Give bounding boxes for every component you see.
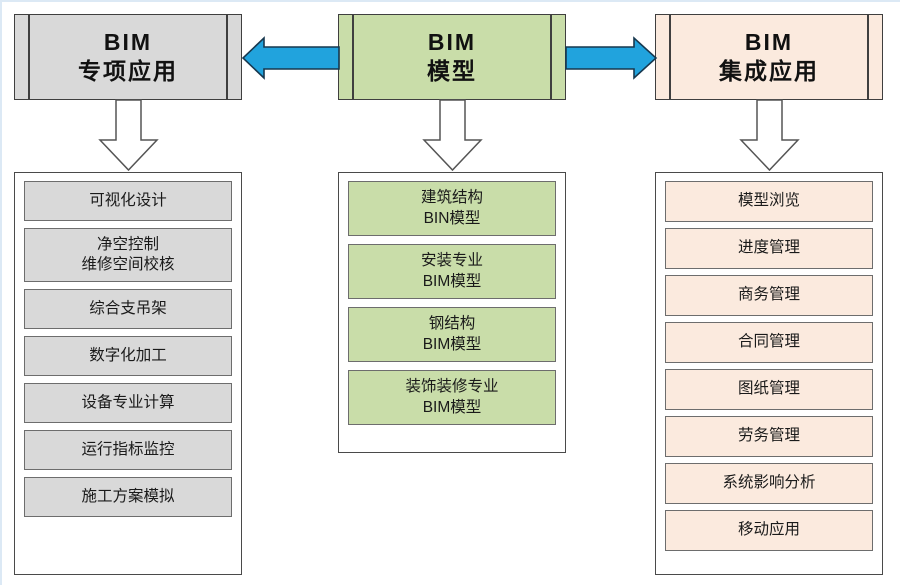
item-chip[interactable]: 商务管理 [665, 275, 873, 316]
item-chip-line: 系统影响分析 [722, 474, 816, 492]
page-edge-left [0, 0, 2, 585]
item-chip[interactable]: 钢结构 BIM模型 [348, 307, 556, 362]
item-chip-text: 系统影响分析 [666, 473, 872, 493]
item-chip-line: 数字化加工 [89, 346, 167, 364]
item-chip-text: 装饰装修专业 BIM模型 [349, 377, 555, 417]
header-right-line1: BIM [744, 29, 794, 56]
process-bar-left [28, 15, 30, 99]
item-chip-text: 综合支吊架 [25, 299, 231, 319]
item-chip-line: 建筑结构 [420, 189, 483, 207]
item-chip-line: BIM模型 [422, 272, 482, 290]
item-chip[interactable]: 净空控制维修空间校核 [24, 228, 232, 282]
item-chip-text: 商务管理 [666, 285, 872, 305]
page-edge-top [0, 0, 900, 2]
left-blue-arrow-icon [241, 36, 340, 80]
item-chip[interactable]: 运行指标监控 [24, 430, 232, 470]
header-box-bim-model[interactable]: BIM 模型 [338, 14, 566, 100]
item-chip[interactable]: 可视化设计 [24, 181, 232, 221]
column-frame-special-application: 可视化设计净空控制维修空间校核综合支吊架数字化加工设备专业计算运行指标监控施工方… [14, 172, 242, 575]
item-chip-line: 装饰装修专业 [405, 378, 499, 396]
item-chip-text: 安装专业 BIM模型 [349, 251, 555, 291]
item-chip[interactable]: 图纸管理 [665, 369, 873, 410]
item-chip-text: 净空控制维修空间校核 [25, 235, 231, 275]
item-chip-line: 施工方案模拟 [81, 487, 175, 505]
item-chip-line: 移动应用 [737, 521, 800, 539]
item-chip[interactable]: 建筑结构 BIN模型 [348, 181, 556, 236]
item-chip-line: 钢结构 [428, 315, 476, 333]
item-chip-text: 移动应用 [666, 520, 872, 540]
item-chip[interactable]: 综合支吊架 [24, 289, 232, 329]
process-bar-right [867, 15, 869, 99]
header-box-integrated-application[interactable]: BIM 集成应用 [655, 14, 883, 100]
item-chip-line: 合同管理 [737, 333, 800, 351]
left-down-arrow-icon [98, 99, 159, 172]
item-chip-line: BIM模型 [422, 398, 482, 416]
item-chip[interactable]: 劳务管理 [665, 416, 873, 457]
item-chip-line: 商务管理 [737, 286, 800, 304]
right-blue-arrow-icon [565, 36, 658, 80]
middle-down-arrow-icon [422, 99, 483, 172]
process-bar-right [226, 15, 228, 99]
item-chip-text: 模型浏览 [666, 191, 872, 211]
item-chip-text: 设备专业计算 [25, 393, 231, 413]
item-chip-line: 劳务管理 [737, 427, 800, 445]
item-chip[interactable]: 安装专业 BIM模型 [348, 244, 556, 299]
item-chip[interactable]: 设备专业计算 [24, 383, 232, 423]
item-chip-line: 模型浏览 [737, 192, 800, 210]
header-box-special-application[interactable]: BIM 专项应用 [14, 14, 242, 100]
item-chip-line: BIM模型 [422, 335, 482, 353]
item-chip-line: 综合支吊架 [89, 299, 167, 317]
item-chip-text: 建筑结构 BIN模型 [349, 188, 555, 228]
item-chip-text: 可视化设计 [25, 191, 231, 211]
header-middle-line2: 模型 [427, 58, 477, 84]
item-chip-text: 钢结构 BIM模型 [349, 314, 555, 354]
header-middle-line1: BIM [427, 29, 477, 56]
item-chip[interactable]: 进度管理 [665, 228, 873, 269]
item-chip[interactable]: 装饰装修专业 BIM模型 [348, 370, 556, 425]
item-chip-line: 进度管理 [737, 239, 800, 257]
item-chip-line: 维修空间校核 [81, 256, 175, 273]
header-left-line2: 专项应用 [78, 58, 178, 84]
item-chip-line: 运行指标监控 [81, 440, 175, 458]
process-bar-left [669, 15, 671, 99]
item-chip[interactable]: 移动应用 [665, 510, 873, 551]
item-chip-text: 进度管理 [666, 238, 872, 258]
item-chip-text: 合同管理 [666, 332, 872, 352]
item-chip-text: 数字化加工 [25, 346, 231, 366]
item-chip[interactable]: 合同管理 [665, 322, 873, 363]
header-left-line1: BIM [103, 29, 153, 56]
right-down-arrow-icon [739, 99, 800, 172]
item-chip-text: 运行指标监控 [25, 440, 231, 460]
item-chip-text: 图纸管理 [666, 379, 872, 399]
column-frame-integrated-application: 模型浏览进度管理商务管理合同管理图纸管理劳务管理系统影响分析移动应用 [655, 172, 883, 575]
item-chip-line: 图纸管理 [737, 380, 800, 398]
item-chip[interactable]: 数字化加工 [24, 336, 232, 376]
item-chip-text: 施工方案模拟 [25, 487, 231, 507]
header-right-line2: 集成应用 [719, 58, 819, 84]
item-chip[interactable]: 施工方案模拟 [24, 477, 232, 517]
item-chip-line: 安装专业 [420, 252, 483, 270]
item-chip-line: BIN模型 [423, 209, 481, 227]
item-chip[interactable]: 系统影响分析 [665, 463, 873, 504]
item-chip-line: 净空控制 [96, 235, 159, 253]
item-chip-line: 设备专业计算 [81, 393, 175, 411]
item-chip-line: 可视化设计 [89, 191, 167, 209]
process-bar-right [550, 15, 552, 99]
item-chip-text: 劳务管理 [666, 426, 872, 446]
process-bar-left [352, 15, 354, 99]
item-chip[interactable]: 模型浏览 [665, 181, 873, 222]
